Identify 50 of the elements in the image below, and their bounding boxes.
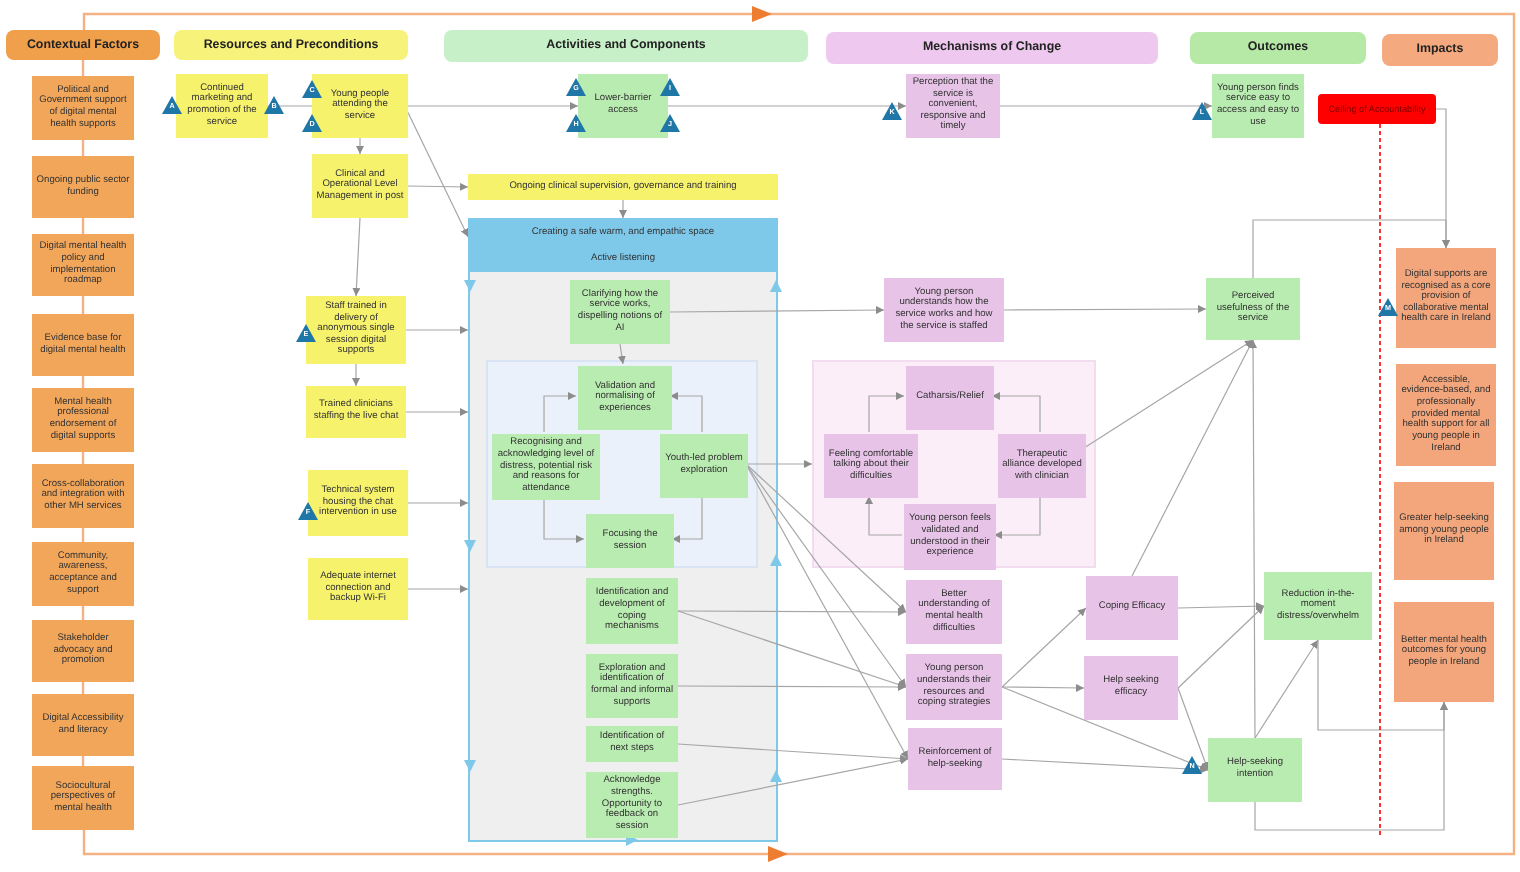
connector-arrow (865, 495, 903, 536)
connector-arrow (745, 463, 907, 688)
connector-arrow (669, 392, 703, 433)
connector-arrow (1254, 701, 1448, 831)
connector-arrow (1083, 339, 1254, 449)
connector-arrow (407, 111, 469, 238)
connector-arrow (1249, 339, 1258, 739)
connector-arrow (677, 682, 907, 691)
connector-arrow (407, 182, 469, 191)
connector-arrow (677, 607, 907, 616)
connector-arrow (617, 343, 626, 365)
connector-arrow (1435, 108, 1450, 249)
connector-arrow (619, 199, 627, 219)
connector-arrow (669, 306, 885, 315)
connector-arrow (1317, 639, 1448, 731)
connector-arrow (677, 756, 909, 806)
connector-arrow (999, 102, 1213, 110)
activity-group-box (486, 360, 758, 568)
connector-arrow (745, 463, 909, 760)
connector-arrow (677, 743, 909, 763)
connector-arrow (993, 495, 1041, 539)
connector-arrow (1252, 219, 1450, 279)
connector-arrow (407, 585, 469, 593)
connector-arrow (407, 102, 579, 110)
connector-arrow (1003, 305, 1207, 314)
connector-arrow (1254, 639, 1319, 739)
connector-arrow (1001, 686, 1209, 771)
connector-arrow (405, 408, 469, 416)
connector-arrow (543, 497, 585, 543)
connector-arrow (407, 499, 469, 507)
connector-arrow (1001, 758, 1209, 774)
connector-arrow (1177, 605, 1265, 689)
connector-arrow (745, 463, 907, 613)
connector-arrow (1001, 683, 1085, 692)
connector-arrow (1177, 687, 1209, 771)
connector-arrow (667, 102, 907, 110)
connector-arrow (1131, 339, 1254, 577)
connector-arrow (352, 363, 360, 387)
connector-arrow (868, 392, 905, 433)
connector-arrow (671, 495, 703, 543)
mechanism-group-box (812, 360, 1096, 568)
connector-arrow (677, 610, 907, 689)
connector-arrow (405, 326, 469, 334)
connector-arrow (1177, 602, 1265, 611)
connector-arrow (543, 392, 577, 433)
connector-arrow (356, 137, 364, 155)
connector-arrow (745, 460, 813, 468)
connector-arrow (1001, 607, 1087, 688)
connector-arrow (991, 392, 1041, 433)
connector-arrow (352, 217, 361, 297)
